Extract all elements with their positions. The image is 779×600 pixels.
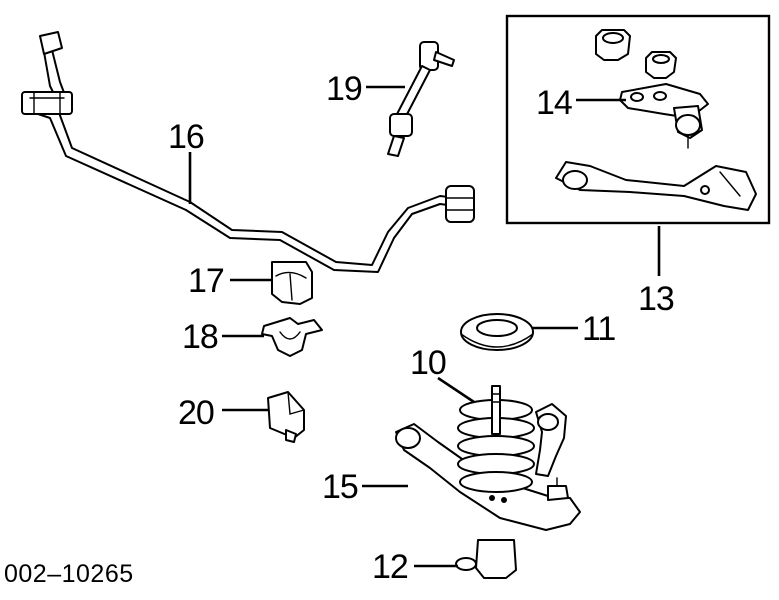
callout-10: 10 [410, 344, 446, 382]
callout-18: 18 [182, 318, 218, 356]
stabilizer-bar [21, 31, 475, 273]
callout-20: 20 [178, 394, 214, 432]
lower-arm-kit-box [505, 14, 771, 225]
stabilizer-link [387, 41, 455, 157]
bushing-bracket [261, 317, 323, 357]
control-arm-spring-assembly [395, 385, 581, 579]
callout-13: 13 [638, 280, 674, 318]
callout-16: 16 [168, 118, 204, 156]
callout-15: 15 [322, 468, 358, 506]
callout-12: 12 [372, 548, 408, 586]
leader-lines [188, 85, 661, 568]
spring-insulator [460, 313, 534, 351]
bump-stop [267, 391, 305, 443]
reference-code: 002–10265 [4, 560, 134, 588]
callout-17: 17 [188, 262, 224, 300]
callout-19: 19 [326, 70, 362, 108]
stabilizer-bushing [271, 261, 313, 305]
callout-11: 11 [582, 310, 615, 348]
callout-14: 14 [536, 84, 572, 122]
